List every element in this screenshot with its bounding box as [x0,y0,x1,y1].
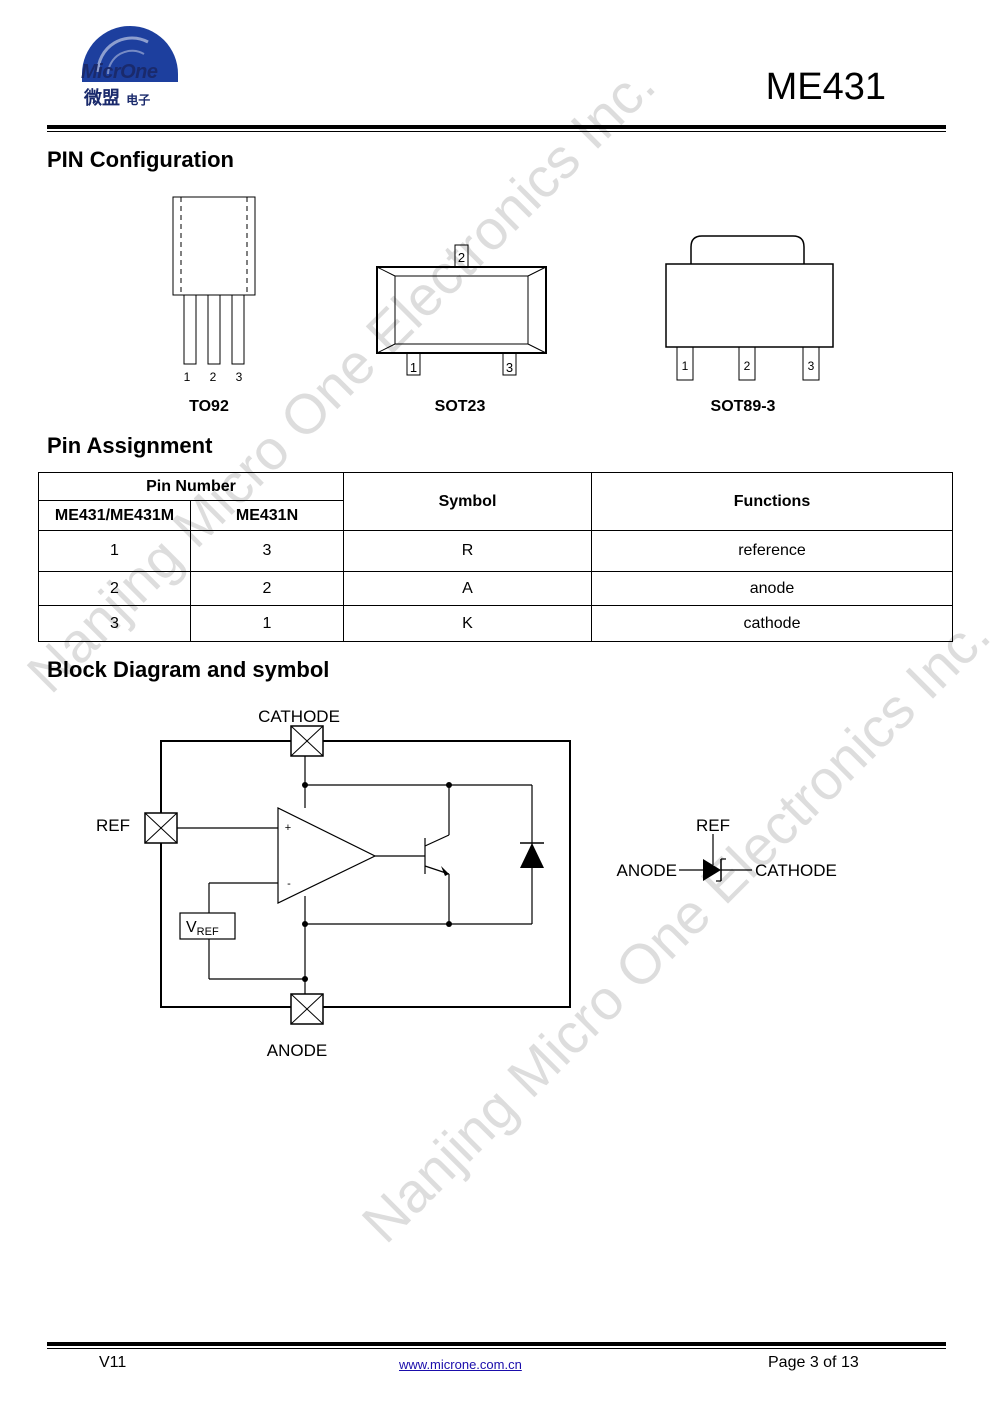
cell-symbol: K [343,605,592,642]
package-label-sot89: SOT89-3 [710,398,776,415]
logo-wordmark: MicrOne [81,61,158,83]
sot89-pin-3: 3 [808,359,815,373]
to92-pin-3: 3 [236,370,243,384]
symbol-cathode-label: CATHODE [755,861,837,880]
symbol-header: Symbol [343,472,592,531]
vref-label-sub: REF [197,926,219,938]
anode-label: ANODE [267,1041,327,1060]
footer-rule-thick [47,1342,946,1346]
sot23-package: 2 1 3 [376,244,547,376]
footer-page-number: Page 3 of 13 [768,1354,859,1371]
ref-pad [144,812,178,844]
ref-label: REF [96,816,130,835]
cell-me431: 3 [38,605,191,642]
sot89-pin-1: 1 [682,359,689,373]
symbol-ref-label: REF [696,816,730,835]
to92-package: 1 2 3 [172,196,256,384]
sot23-pin-1: 1 [410,360,417,375]
opamp-plus: + [285,822,291,834]
pin-number-header: Pin Number [38,472,344,501]
me431-header: ME431/ME431M [38,500,191,531]
diode-icon [520,843,544,868]
sot23-pin-2: 2 [458,250,465,265]
opamp-minus: - [287,878,291,890]
me431n-header: ME431N [190,500,344,531]
to92-pin-2: 2 [210,370,217,384]
cell-me431n: 2 [190,571,344,606]
package-label-sot23: SOT23 [434,398,486,415]
cell-me431n: 3 [190,530,344,572]
block-diagram: + - VREF CATHODE REF ANODE REF ANODE CAT… [96,707,837,1060]
anode-pad [290,993,324,1025]
document-title: ME431 [765,66,886,108]
to92-pin-1: 1 [184,370,191,384]
cell-symbol: A [343,571,592,606]
cell-me431: 2 [38,571,191,606]
pin-config-heading: PIN Configuration [47,147,234,172]
block-diagram-heading: Block Diagram and symbol [47,657,330,682]
logo-chinese-main: 微盟 [84,88,120,109]
cell-me431: 1 [38,530,191,572]
sot23-pin-3: 3 [506,360,513,375]
package-label-to92: TO92 [189,398,229,415]
pin-assignment-table: Pin Number Symbol Functions ME431/ME431M… [38,472,953,642]
sot89-pin-2: 2 [744,359,751,373]
cell-symbol: R [343,530,592,572]
cell-function: cathode [591,605,953,642]
vref-box [179,912,236,940]
table-row: 2 2 A anode [38,571,953,606]
logo-chinese-sub: 电子 [126,93,151,107]
symbol-diode-icon [703,859,721,881]
opamp-triangle [277,807,377,904]
sot89-package: 1 2 3 [665,235,834,381]
cathode-label: CATHODE [258,707,340,726]
logo-chinese: 微盟 电子 [84,84,150,110]
shunt-regulator-symbol: REF ANODE CATHODE [617,816,837,882]
footer-website-link[interactable]: www.microne.com.cn [399,1357,522,1372]
table-row: 1 3 R reference [38,530,953,572]
vref-label-main: V [186,919,197,936]
logo-icon [82,26,178,82]
pin-assignment-heading: Pin Assignment [47,433,213,458]
cathode-pad [290,725,324,757]
header-rule-thin [47,131,946,132]
cell-me431n: 1 [190,605,344,642]
cell-function: reference [591,530,953,572]
package-drawings: 1 2 3 2 1 3 1 2 3 [172,196,834,384]
symbol-anode-label: ANODE [617,861,677,880]
header-rule-thick [47,125,946,129]
footer-rule-thin [47,1348,946,1349]
functions-header: Functions [591,472,953,531]
vref-label: VREF [186,919,219,938]
table-row: 3 1 K cathode [38,605,953,642]
footer-version: V11 [99,1354,127,1371]
cell-function: anode [591,571,953,606]
